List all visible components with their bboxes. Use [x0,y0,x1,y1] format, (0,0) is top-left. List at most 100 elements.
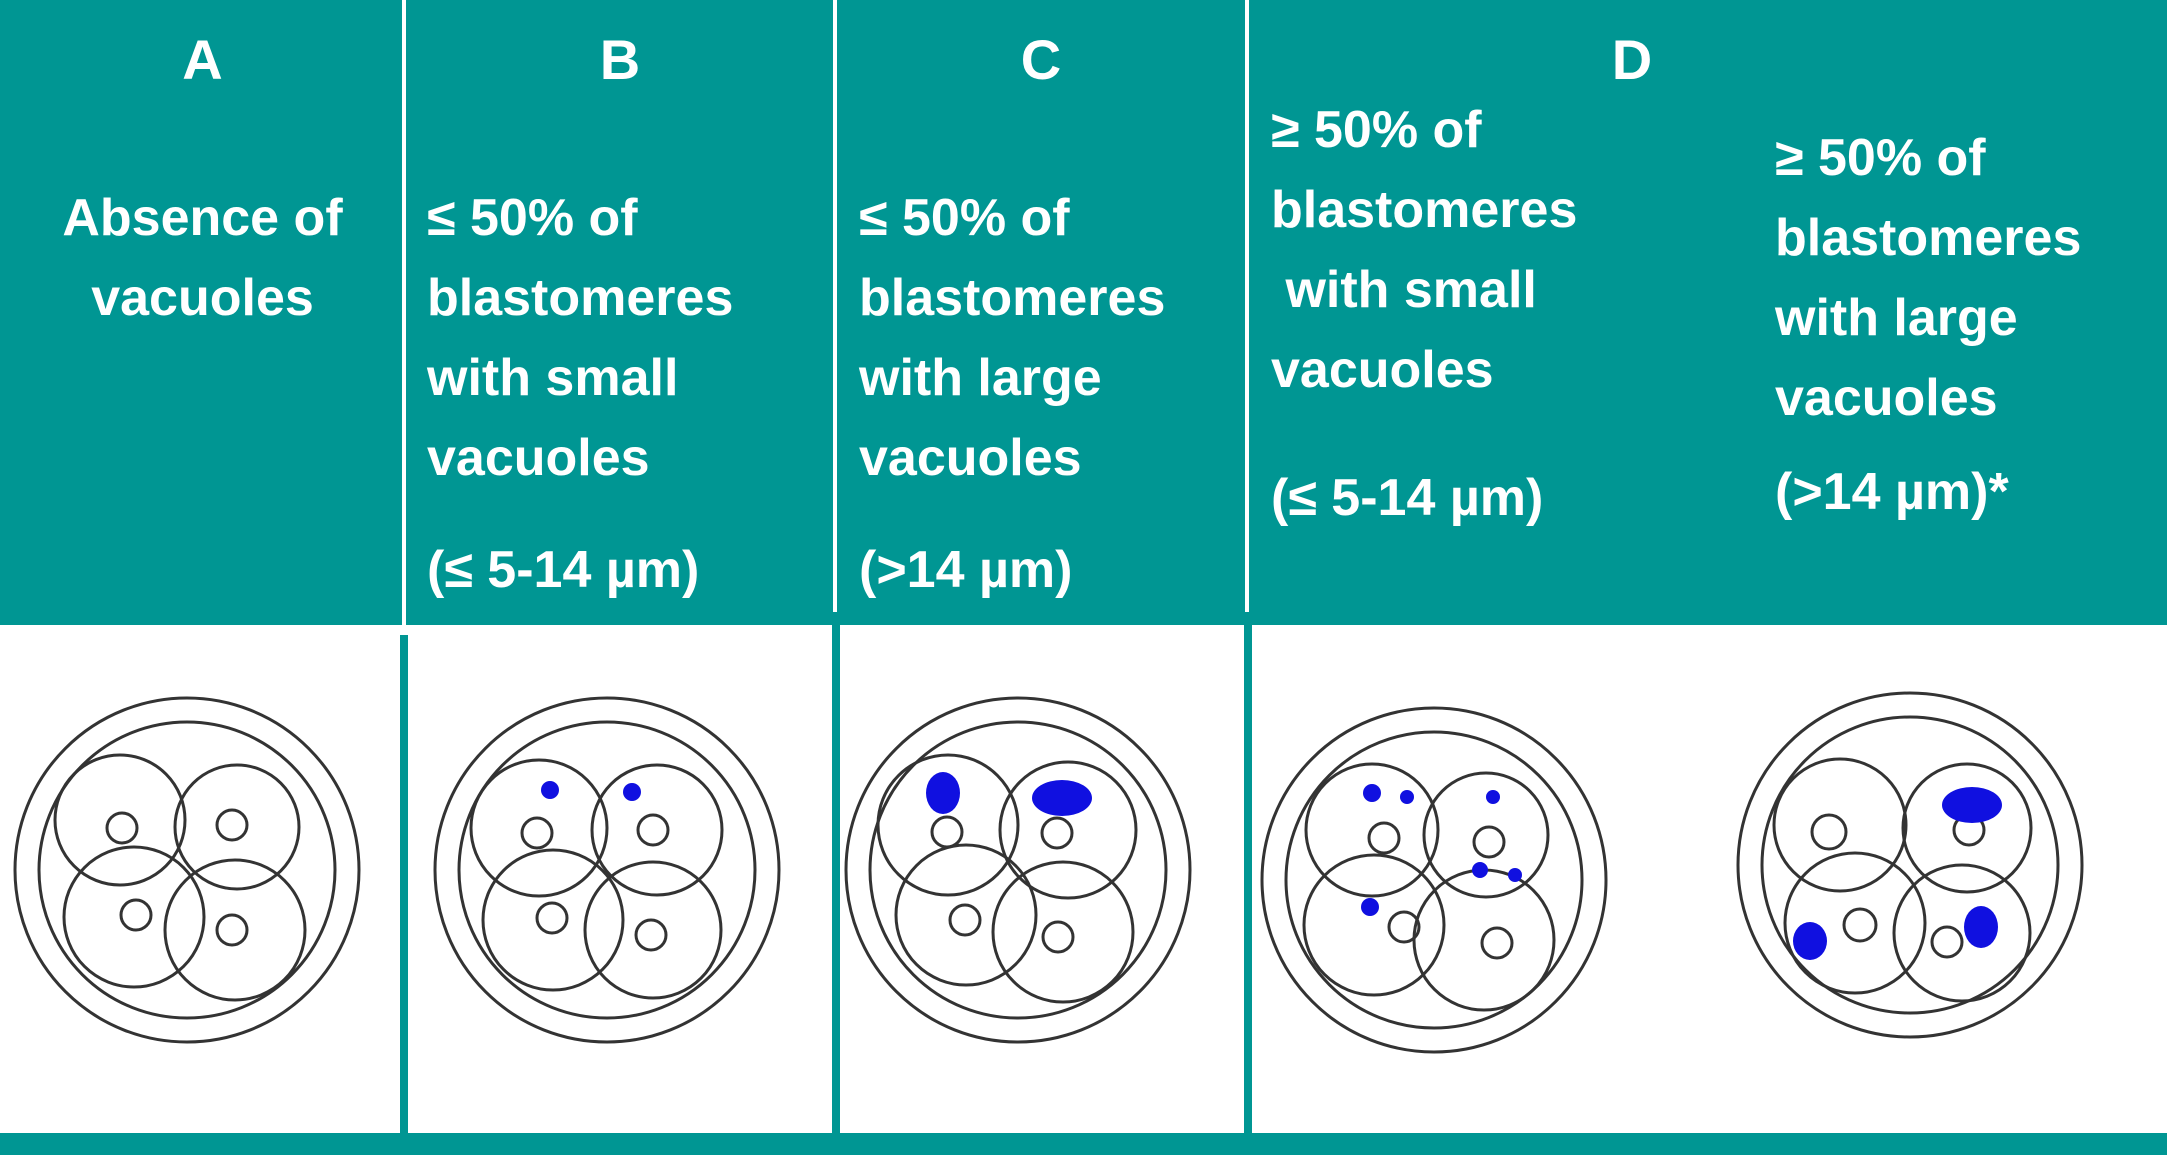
small-vacuole [1472,862,1488,878]
blastomere [1772,757,1908,893]
column-a-letter: A [182,28,223,91]
small-vacuole [541,781,559,799]
small-vacuole [1486,790,1500,804]
column-d-large-line-4: vacuoles [1775,369,1998,427]
header-band [0,0,2167,625]
nucleus [520,816,554,850]
blastomere [1892,863,2032,1003]
nucleus [1472,825,1506,859]
zona-inner [1284,730,1584,1030]
zona-inner [1760,715,2060,1015]
blastomere [1412,868,1556,1012]
column-a-description: Absence of vacuoles [0,178,405,338]
column-b-letter: B [599,28,641,91]
nucleus [634,918,668,952]
column-d-small-line-1: ≥ 50% of [1271,101,1482,159]
nucleus [636,813,670,847]
zona-outer [1260,706,1608,1054]
embryo-d-small-illustration [1260,706,1608,1054]
large-vacuole [1942,787,2002,823]
blastomere [876,753,1020,897]
small-vacuole [1400,790,1414,804]
blastomere [481,848,625,992]
nucleus [1041,920,1075,954]
header-divider-cd [1245,0,1249,612]
blastomere [1783,851,1927,995]
column-d-small-line-3: with small [1271,261,1537,319]
blastomere [1302,853,1446,997]
column-a-line-1: Absence of [62,189,343,247]
column-d-small-size: (≤ 5-14 µm) [1271,469,1544,527]
column-d-large-line-2: blastomeres [1775,209,2082,267]
embryo-d-large-illustration [1736,691,2084,1039]
small-vacuole [1361,898,1379,916]
body-divider-bc [832,625,840,1135]
nucleus [948,903,982,937]
nucleus [105,811,139,845]
embryo-c-illustration [844,696,1192,1044]
nucleus [1387,910,1421,944]
column-d-large-size: (>14 µm)* [1775,463,2009,521]
zona-inner [457,720,757,1020]
nucleus [1930,925,1964,959]
column-c-line-2: blastomeres [859,269,1166,327]
column-b-line-4: vacuoles [427,429,650,487]
zona-inner [37,720,337,1020]
small-vacuole [1508,868,1522,882]
column-b-description: ≤ 50% of blastomeres with small vacuoles [427,178,835,498]
zona-outer [13,696,361,1044]
zona-inner [868,720,1168,1020]
blastomere [894,843,1038,987]
blastomere [53,753,187,887]
body-divider-cd [1244,625,1252,1135]
column-c-line-4: vacuoles [859,429,1082,487]
column-b-line-3: with small [427,349,679,407]
nucleus [1040,816,1074,850]
column-b-size: (≤ 5-14 µm) [427,541,700,599]
nucleus [215,808,249,842]
column-b-line-2: blastomeres [427,269,734,327]
column-c-header: C ≤ 50% of blastomeres with large vacuol… [835,0,1247,625]
blastomere [1901,762,2033,894]
nucleus [930,815,964,849]
column-d-large-line-1: ≥ 50% of [1775,129,1986,187]
blastomere [590,763,724,897]
blastomere [163,858,307,1002]
blastomere [173,763,301,891]
column-c-letter: C [1020,28,1062,91]
large-vacuole [1032,780,1092,816]
zona-outer [1736,691,2084,1039]
zona-outer [844,696,1192,1044]
blastomere [583,860,723,1000]
header-divider-ab [402,0,406,625]
column-c-description: ≤ 50% of blastomeres with large vacuoles [859,178,1247,498]
nucleus [1367,821,1401,855]
nucleus [1480,926,1514,960]
body-divider-ab [400,635,408,1135]
small-vacuole [1363,784,1381,802]
column-c-line-3: with large [859,349,1102,407]
column-d-small-line-2: blastomeres [1271,181,1578,239]
header-divider-bc [833,0,837,612]
column-d-letter: D [1611,28,1653,91]
nucleus [215,913,249,947]
blastomere [991,860,1135,1004]
column-d-large-line-3: with large [1775,289,2018,347]
nucleus [1810,813,1848,851]
blastomere [62,845,206,989]
column-c-size: (>14 µm) [859,541,1073,599]
large-vacuole [1793,922,1827,960]
blastomere [469,758,609,898]
large-vacuole [1964,906,1998,948]
zona-outer [433,696,781,1044]
column-a-header: A Absence of vacuoles [0,0,405,625]
column-d-header: D ≥ 50% of blastomeres with small vacuol… [1247,0,2167,625]
column-b-header: B ≤ 50% of blastomeres with small vacuol… [405,0,835,625]
nucleus [535,901,569,935]
blastomere [1304,762,1440,898]
column-d-small-line-4: vacuoles [1271,341,1494,399]
nucleus [119,898,153,932]
bottom-border [0,1133,2167,1155]
column-b-line-1: ≤ 50% of [427,189,638,247]
nucleus [1842,907,1878,943]
